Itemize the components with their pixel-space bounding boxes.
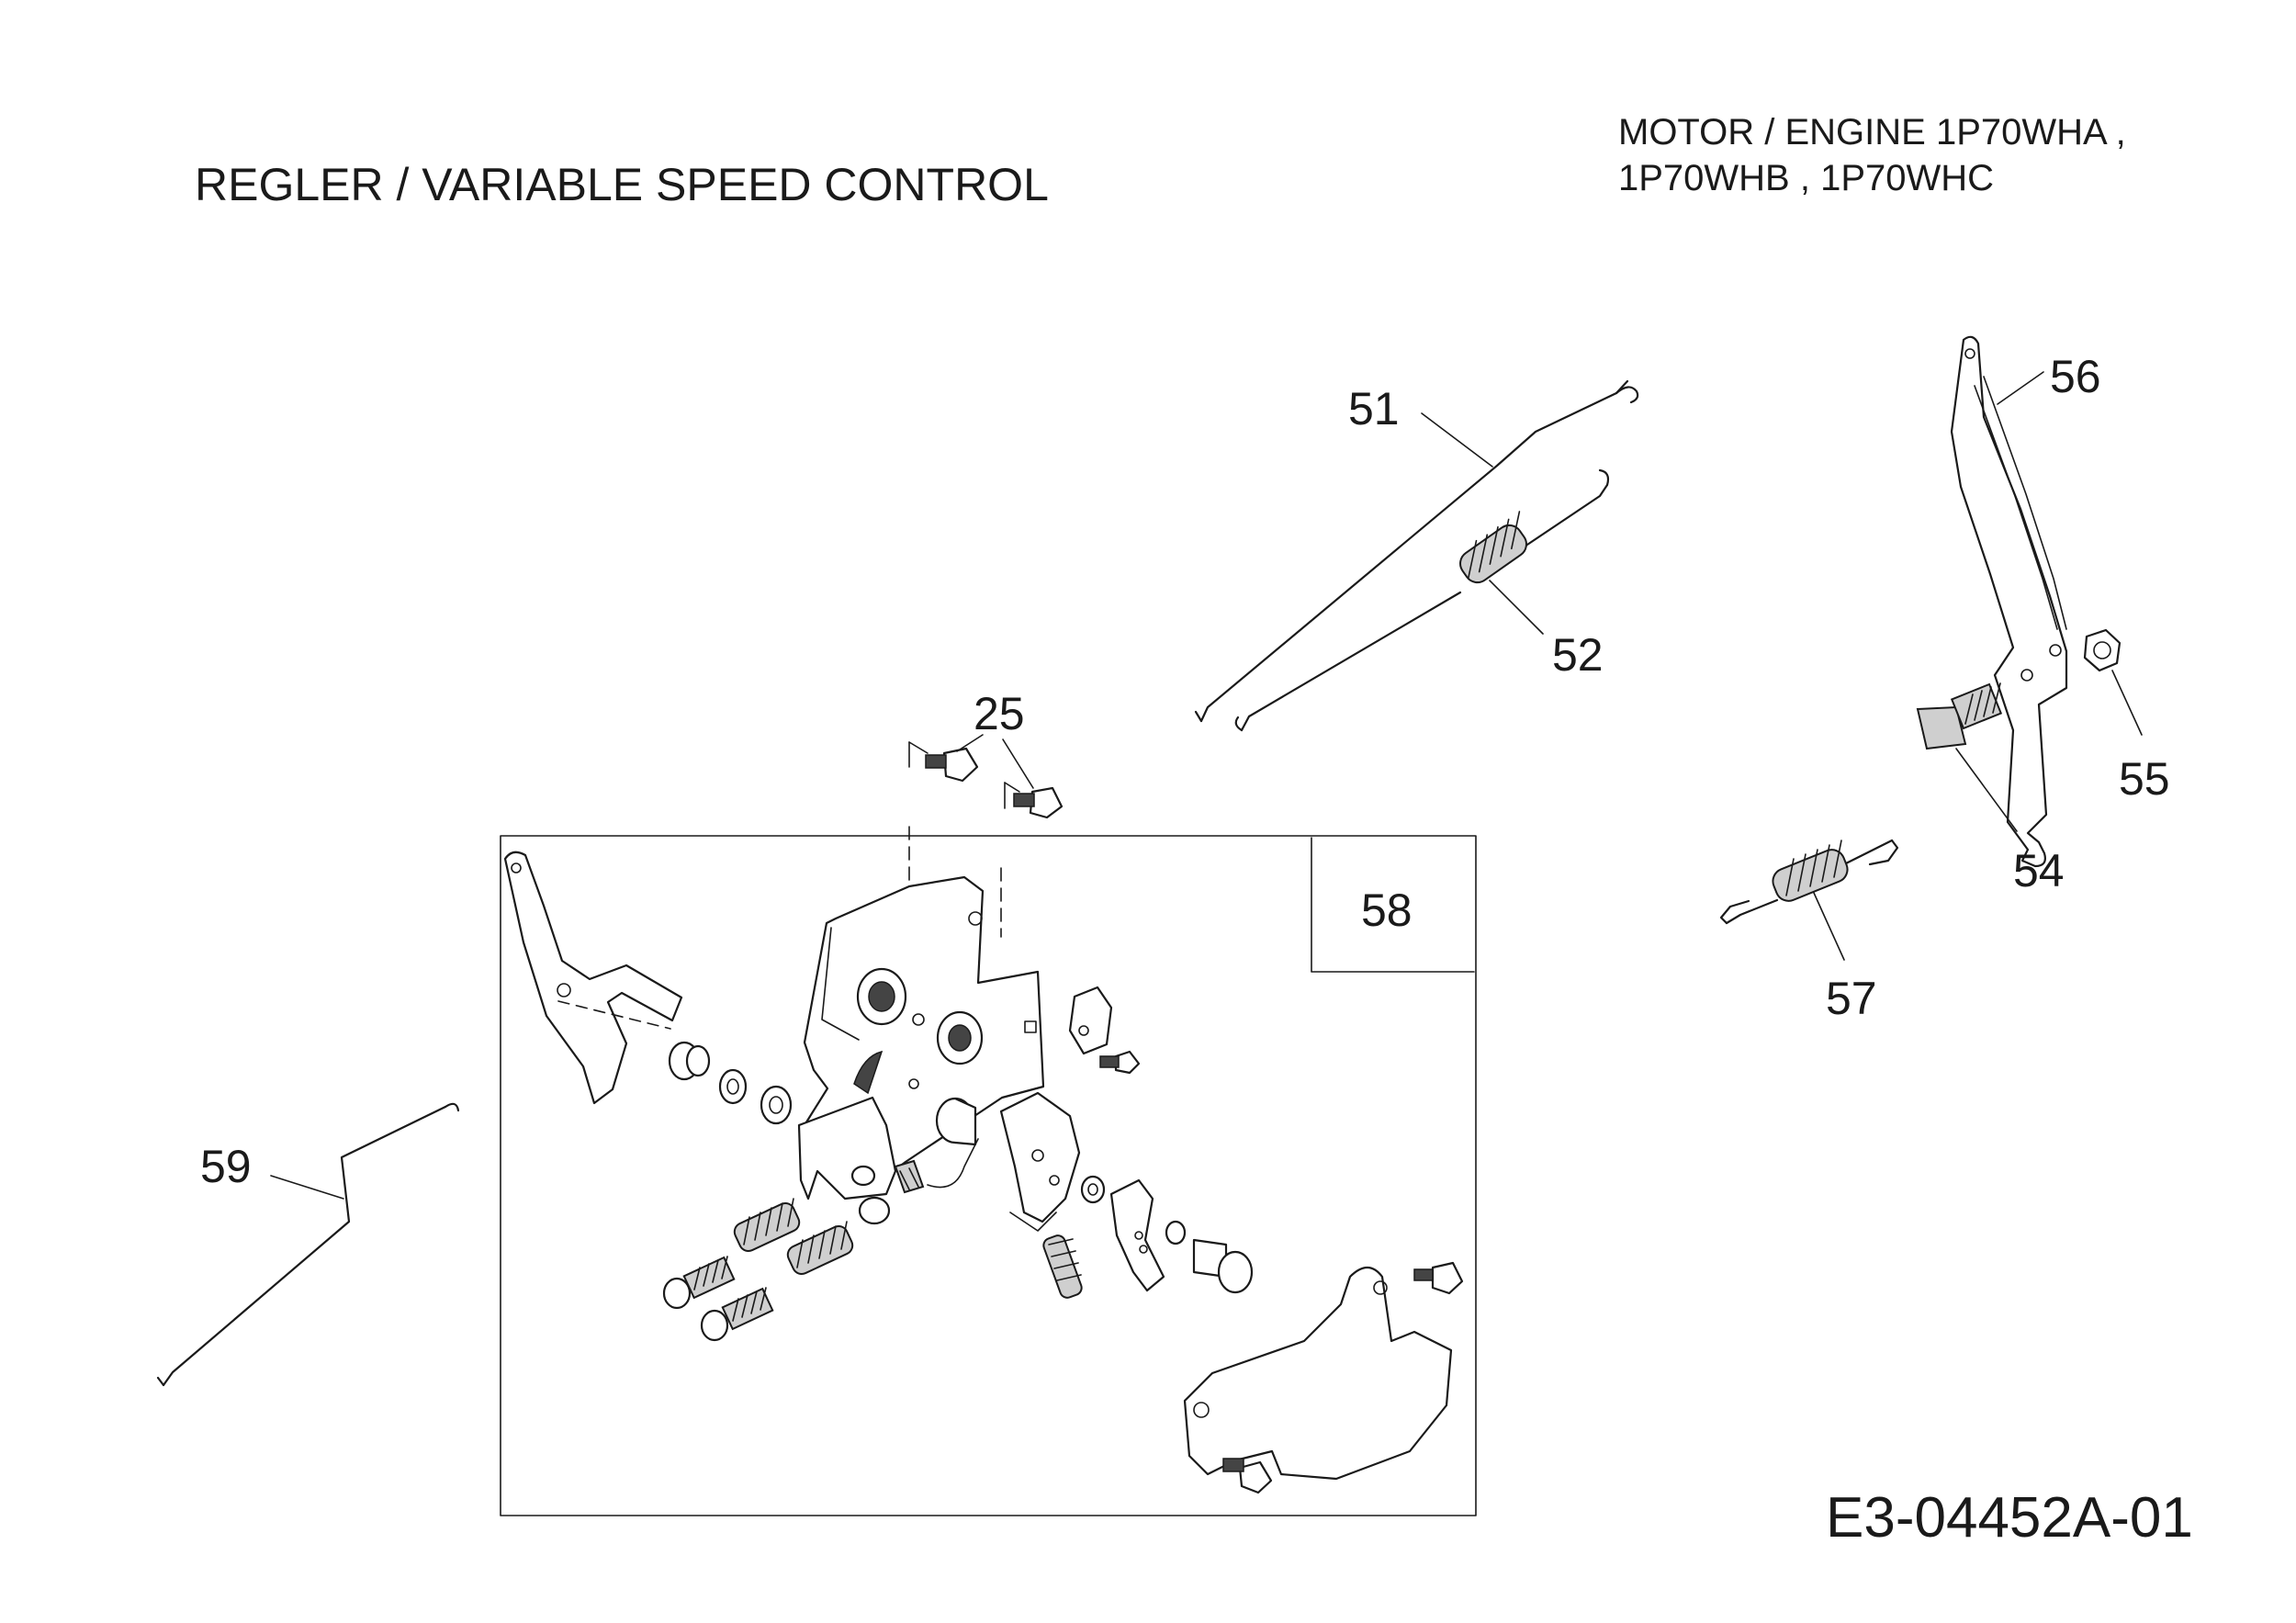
assembly-58-contents[interactable] [503,851,1464,1494]
engine-model-line-1: MOTOR / ENGINE 1P70WHA , [1618,112,2126,152]
part-25-bolts[interactable] [908,734,1064,938]
part-57-spring[interactable] [1719,839,1899,961]
callout-52: 52 [1552,629,1604,681]
callout-51: 51 [1348,383,1400,434]
callout-55: 55 [2119,753,2170,805]
part-56-throttle-lever[interactable] [1950,335,2068,868]
callout-54: 54 [2013,845,2065,896]
callout-57: 57 [1826,973,1877,1024]
engine-model-line-2: 1P70WHB , 1P70WHC [1618,158,1995,198]
callout-56: 56 [2050,351,2101,402]
part-55-hex-nut[interactable] [2083,628,2143,736]
part-51-governor-rod[interactable] [1194,379,1639,723]
assembly-box-58 [500,835,1477,1516]
part-52-governor-spring[interactable] [1234,468,1610,732]
part-54-bolt[interactable] [1916,682,2018,832]
callout-59: 59 [200,1141,252,1192]
callout-58: 58 [1361,885,1412,936]
diagram-title: REGLER / VARIABLE SPEED CONTROL [195,159,1049,210]
document-number: E3-04452A-01 [1826,1486,2193,1550]
part-59-link-rod[interactable] [156,1102,460,1387]
callout-25: 25 [974,688,1025,739]
